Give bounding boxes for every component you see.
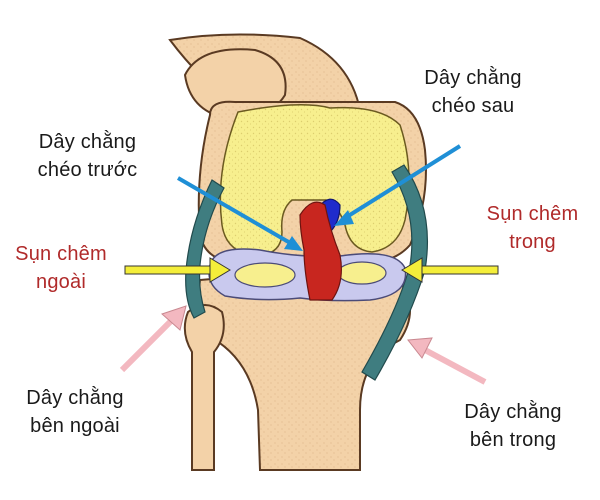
lcl-arrow-shaft xyxy=(119,317,175,373)
label-pcl: Dây chằng chéo sau xyxy=(408,64,538,120)
label-lateral-meniscus-line1: Sụn chêm xyxy=(15,243,107,265)
label-mcl: Dây chằng bên trong xyxy=(448,398,578,454)
medial-collateral-ligament xyxy=(361,164,429,381)
label-lcl: Dây chằng bên ngoài xyxy=(10,384,140,440)
lateral-meniscus-arrow-head xyxy=(209,257,231,283)
label-pcl-line2: chéo sau xyxy=(431,95,515,117)
fibula xyxy=(183,304,225,471)
lateral-meniscus-arrow-shaft xyxy=(124,265,214,275)
label-medial-meniscus-line2: trong xyxy=(509,231,556,253)
anterior-cruciate-ligament xyxy=(299,201,342,301)
acl-arrow-shaft xyxy=(176,176,294,246)
pcl-arrow-head xyxy=(334,210,354,226)
mcl-arrow-head xyxy=(407,337,433,359)
label-mcl-line2: bên trong xyxy=(469,429,557,451)
medial-meniscus-arrow-shaft xyxy=(419,265,499,275)
pcl-arrow-shaft xyxy=(343,144,462,220)
medial-meniscus-arrow-head xyxy=(401,257,423,283)
label-mcl-line1: Dây chằng xyxy=(464,401,562,423)
lateral-meniscus-hole xyxy=(234,262,296,288)
lateral-collateral-ligament xyxy=(185,179,225,319)
label-lcl-line2: bên ngoài xyxy=(30,415,120,437)
label-medial-meniscus: Sụn chêm trong xyxy=(470,200,595,256)
label-lcl-line1: Dây chằng xyxy=(26,387,124,409)
acl-arrow-head xyxy=(284,236,303,251)
mcl-arrow-shaft xyxy=(423,347,487,385)
label-medial-meniscus-line1: Sụn chêm xyxy=(486,203,579,225)
lcl-arrow-head xyxy=(161,305,187,331)
label-acl-line1: Dây chằng xyxy=(38,131,137,153)
patella xyxy=(183,48,287,120)
medial-meniscus-hole xyxy=(337,261,387,285)
femur-cartilage xyxy=(219,104,410,257)
label-pcl-line1: Dây chằng xyxy=(424,67,522,89)
label-acl: Dây chằng chéo trước xyxy=(20,128,155,184)
label-lateral-meniscus: Sụn chêm ngoài xyxy=(0,240,122,296)
label-lateral-meniscus-line2: ngoài xyxy=(36,271,86,293)
label-acl-line2: chéo trước xyxy=(37,159,138,181)
